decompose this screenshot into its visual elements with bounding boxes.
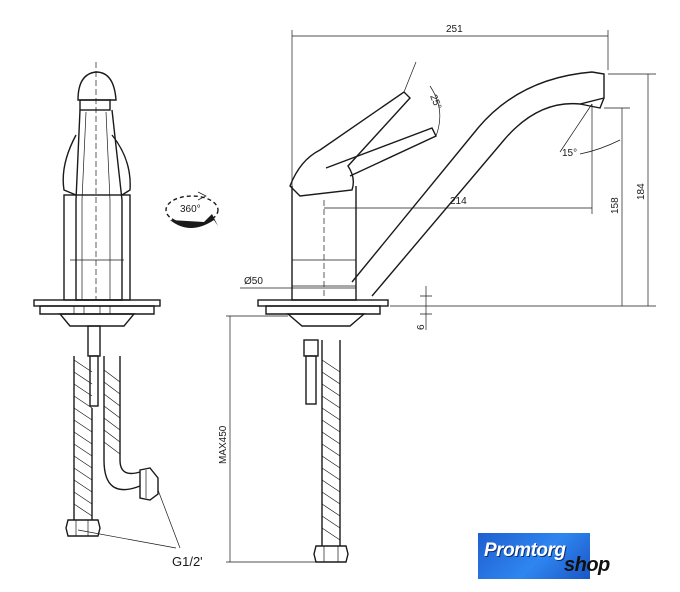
rotation-label: 360° [180,204,201,215]
side-view [257,71,605,563]
promtorg-logo: Promtorg shop [478,530,628,586]
dim-hose-length: MAX450 [218,425,229,464]
dim-height-spout: 158 [610,197,621,214]
logo-suffix-text: shop [564,554,610,576]
dim-lever-angle: 25° [427,93,443,111]
dim-spout-angle: 15° [562,148,577,159]
front-view [33,62,161,537]
dim-spout-reach: 214 [450,196,467,207]
dim-deck-thickness: 6 [416,324,427,330]
dim-overall-reach: 251 [446,24,463,35]
dimension-lines [226,30,656,563]
logo-background [478,533,590,579]
dim-base-diameter: Ø50 [244,276,263,287]
dim-height-total: 184 [636,183,647,200]
logo-brand-text: Promtorg [484,540,566,561]
rotation-arrow-icon [165,191,219,228]
connection-label: G1/2' [172,554,203,569]
